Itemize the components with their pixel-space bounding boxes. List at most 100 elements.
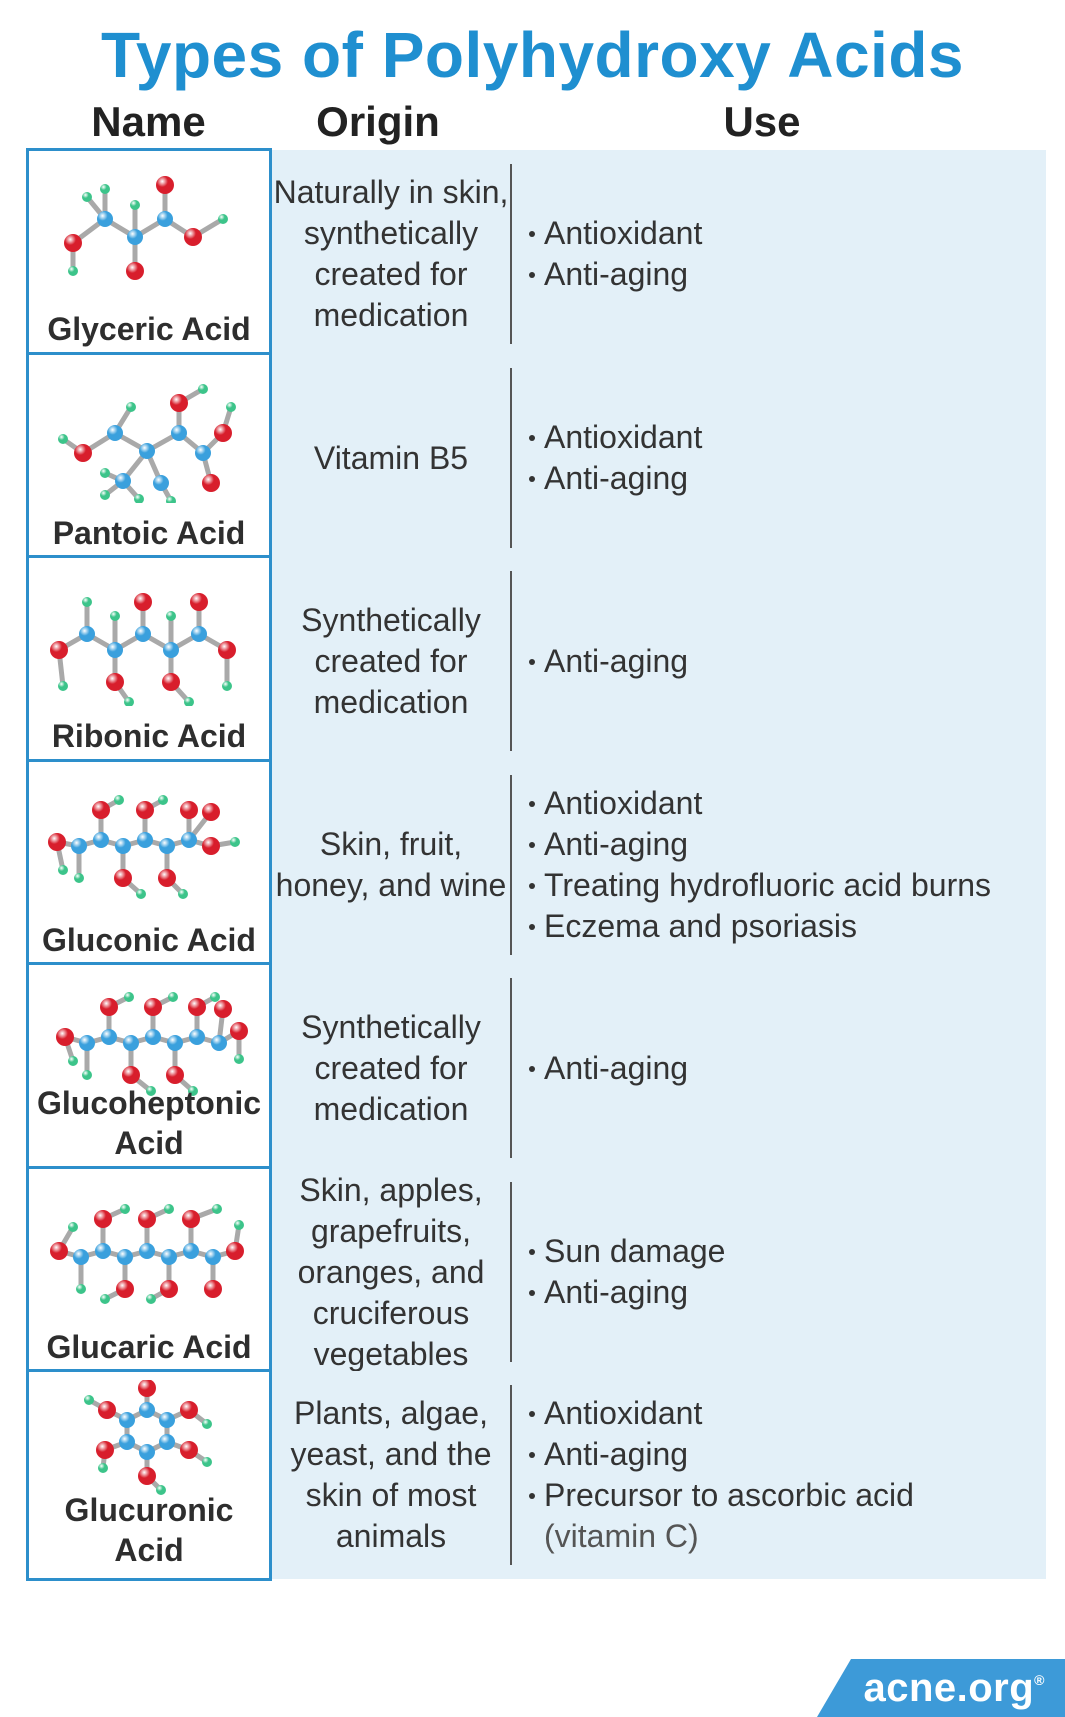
- oxygen-atom: [136, 801, 154, 819]
- use-item: Anti-aging: [526, 458, 1046, 499]
- origin-text: Vitamin B5: [313, 439, 469, 476]
- hydrogen-atom: [188, 1086, 198, 1096]
- hydrogen-atom: [82, 597, 92, 607]
- hydrogen-atom: [230, 837, 240, 847]
- oxygen-atom: [98, 1401, 116, 1419]
- carbon-atom: [161, 1249, 177, 1265]
- column-header-origin: Origin: [316, 98, 440, 145]
- use-note: (vitamin C): [544, 1518, 699, 1554]
- oxygen-atom: [202, 837, 220, 855]
- hydrogen-atom: [210, 992, 220, 1002]
- column-divider: [510, 978, 512, 1158]
- carbon-atom: [119, 1412, 135, 1428]
- hydrogen-atom: [134, 494, 144, 503]
- oxygen-atom: [106, 673, 124, 691]
- carbon-atom: [191, 626, 207, 642]
- origin-cell: Vitamin B5: [272, 352, 510, 564]
- carbon-atom: [157, 211, 173, 227]
- hydrogen-atom: [166, 611, 176, 621]
- molecule-diagram: [50, 593, 236, 706]
- hydrogen-atom: [68, 1056, 78, 1066]
- oxygen-atom: [50, 1242, 68, 1260]
- hydrogen-atom: [58, 865, 68, 875]
- carbon-atom: [127, 229, 143, 245]
- origin-cell: Plants, algae, yeast, and the skin of mo…: [272, 1369, 510, 1581]
- oxygen-atom: [138, 1210, 156, 1228]
- carbon-atom: [119, 1434, 135, 1450]
- carbon-atom: [95, 1243, 111, 1259]
- molecule-diagram: [58, 384, 236, 503]
- oxygen-atom: [114, 869, 132, 887]
- carbon-atom: [139, 1402, 155, 1418]
- origin-text: Naturally in skin, synthetically created…: [273, 174, 509, 333]
- hydrogen-atom: [226, 402, 236, 412]
- hydrogen-atom: [234, 1054, 244, 1064]
- carbon-atom: [195, 445, 211, 461]
- hydrogen-atom: [146, 1086, 156, 1096]
- acne-org-logo: [817, 1659, 1065, 1717]
- oxygen-atom: [188, 998, 206, 1016]
- origin-text: Skin, fruit, honey, and wine: [275, 826, 507, 903]
- acid-name-cell: Glucuronic Acid: [26, 1369, 272, 1581]
- hydrogen-atom: [178, 889, 188, 899]
- column-divider: [510, 164, 512, 344]
- hydrogen-atom: [164, 1204, 174, 1214]
- hydrogen-atom: [58, 681, 68, 691]
- carbon-atom: [153, 475, 169, 491]
- oxygen-atom: [226, 1242, 244, 1260]
- use-item: Sun damage: [526, 1231, 1046, 1272]
- carbon-atom: [189, 1029, 205, 1045]
- oxygen-atom: [202, 474, 220, 492]
- acid-name-cell: Ribonic Acid: [26, 555, 272, 767]
- oxygen-atom: [122, 1066, 140, 1084]
- carbon-atom: [135, 626, 151, 642]
- carbon-atom: [71, 838, 87, 854]
- oxygen-atom: [160, 1280, 178, 1298]
- carbon-atom: [163, 642, 179, 658]
- column-divider: [510, 571, 512, 751]
- molecule-diagram: [48, 795, 240, 899]
- hydrogen-atom: [218, 214, 228, 224]
- origin-text: Plants, algae, yeast, and the skin of mo…: [290, 1395, 492, 1554]
- carbon-atom: [73, 1249, 89, 1265]
- oxygen-atom: [74, 444, 92, 462]
- origin-cell: Skin, apples, grapefruits, oranges, and …: [272, 1166, 510, 1378]
- carbon-atom: [79, 626, 95, 642]
- column-divider: [510, 1385, 512, 1565]
- carbon-atom: [97, 211, 113, 227]
- hydrogen-atom: [120, 1204, 130, 1214]
- acid-name-cell: Pantoic Acid: [26, 352, 272, 564]
- oxygen-atom: [126, 262, 144, 280]
- hydrogen-atom: [212, 1204, 222, 1214]
- carbon-atom: [139, 1444, 155, 1460]
- hydrogen-atom: [168, 992, 178, 1002]
- use-item: Anti-aging: [526, 254, 1046, 295]
- oxygen-atom: [182, 1210, 200, 1228]
- origin-text: Skin, apples, grapefruits, oranges, and …: [297, 1171, 485, 1372]
- carbon-atom: [137, 832, 153, 848]
- carbon-atom: [183, 1243, 199, 1259]
- hydrogen-atom: [136, 889, 146, 899]
- use-item: Treating hydrofluoric acid burns: [526, 865, 1046, 906]
- oxygen-atom: [170, 394, 188, 412]
- oxygen-atom: [134, 593, 152, 611]
- hydrogen-atom: [130, 200, 140, 210]
- oxygen-atom: [190, 593, 208, 611]
- oxygen-atom: [218, 641, 236, 659]
- origin-cell: Skin, fruit, honey, and wine: [272, 759, 510, 971]
- oxygen-atom: [230, 1022, 248, 1040]
- hydrogen-atom: [58, 434, 68, 444]
- carbon-atom: [159, 1412, 175, 1428]
- carbon-atom: [123, 1035, 139, 1051]
- oxygen-atom: [92, 801, 110, 819]
- hydrogen-atom: [74, 873, 84, 883]
- use-item: Antioxidant: [526, 417, 1046, 458]
- carbon-atom: [159, 1434, 175, 1450]
- carbon-atom: [171, 425, 187, 441]
- acid-name: Ribonic Acid: [51, 718, 247, 754]
- hydrogen-atom: [76, 1284, 86, 1294]
